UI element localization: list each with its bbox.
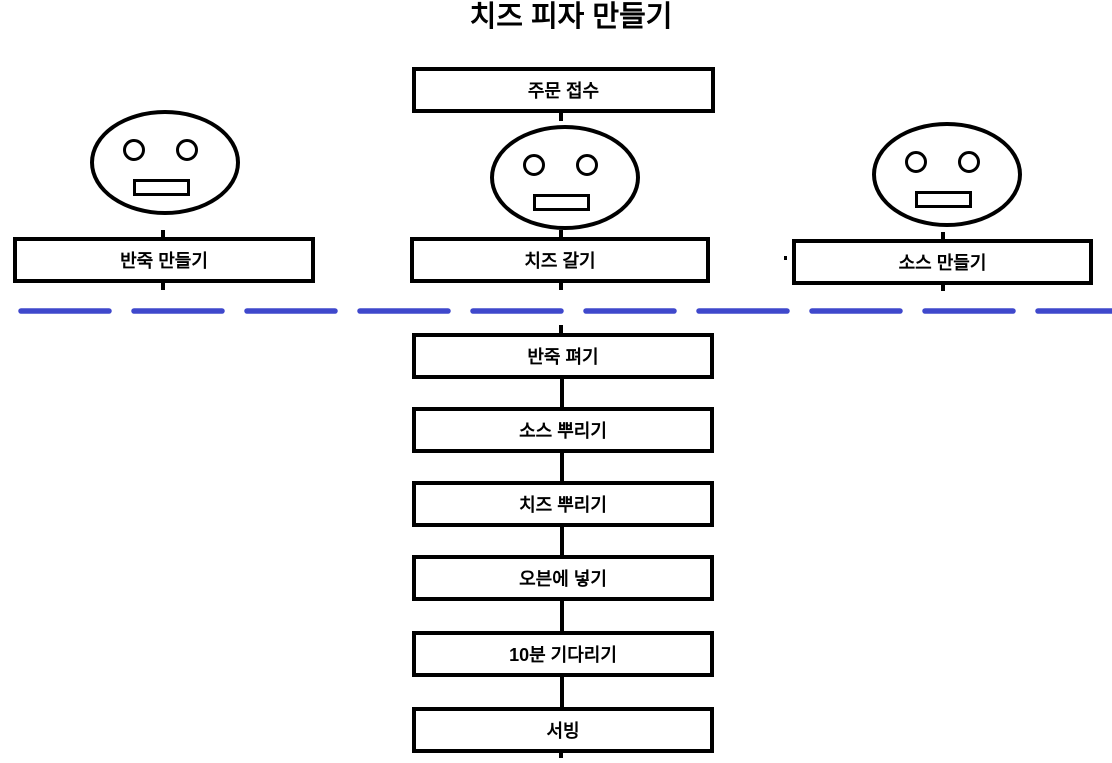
tick-above-step-spread-dough — [559, 325, 563, 333]
mouth — [915, 191, 972, 208]
eye-right — [176, 139, 198, 161]
eye-left — [905, 151, 927, 173]
connector-step-2-3 — [560, 453, 564, 481]
connector-step-4-5 — [560, 601, 564, 631]
face-outline — [490, 125, 640, 230]
tick-above-prep-dough — [161, 230, 165, 238]
diagram-title: 치즈 피자 만들기 — [469, 1, 673, 33]
tick-above-prep-sauce — [941, 232, 945, 240]
eye-right — [576, 154, 598, 176]
box-step-wait-10-min: 10분 기다리기 — [412, 631, 714, 677]
connector-step-1-2 — [560, 379, 564, 407]
box-prep-dough: 반죽 만들기 — [13, 237, 315, 283]
face-outline — [872, 122, 1022, 227]
box-step-serve: 서빙 — [412, 707, 714, 753]
tick-above-prep-cheese — [559, 230, 563, 238]
mouth — [533, 194, 590, 211]
eye-left — [523, 154, 545, 176]
connector-step-5-6 — [560, 677, 564, 707]
box-step-spread-sauce: 소스 뿌리기 — [412, 407, 714, 453]
eye-right — [958, 151, 980, 173]
tick-below-step-serve — [559, 753, 563, 758]
face-right — [872, 122, 1022, 227]
box-step-spread-dough: 반죽 펴기 — [412, 333, 714, 379]
handoff-divider-dashed-line — [18, 308, 1112, 314]
connector-step-3-4 — [560, 527, 564, 555]
stray-mark — [784, 256, 787, 260]
box-order-intake: 주문 접수 — [412, 67, 715, 113]
eye-left — [123, 139, 145, 161]
box-step-put-in-oven: 오븐에 넣기 — [412, 555, 714, 601]
box-prep-sauce: 소스 만들기 — [792, 239, 1093, 285]
face-outline — [90, 110, 240, 215]
box-prep-cheese: 치즈 갈기 — [410, 237, 710, 283]
tick-below-prep-cheese — [559, 283, 563, 290]
mouth — [133, 179, 190, 196]
face-left — [90, 110, 240, 215]
face-center — [490, 125, 640, 230]
tick-below-prep-sauce — [941, 285, 945, 291]
box-step-sprinkle-cheese: 치즈 뿌리기 — [412, 481, 714, 527]
tick-below-prep-dough — [161, 283, 165, 290]
tick-below-order-box — [559, 113, 563, 121]
